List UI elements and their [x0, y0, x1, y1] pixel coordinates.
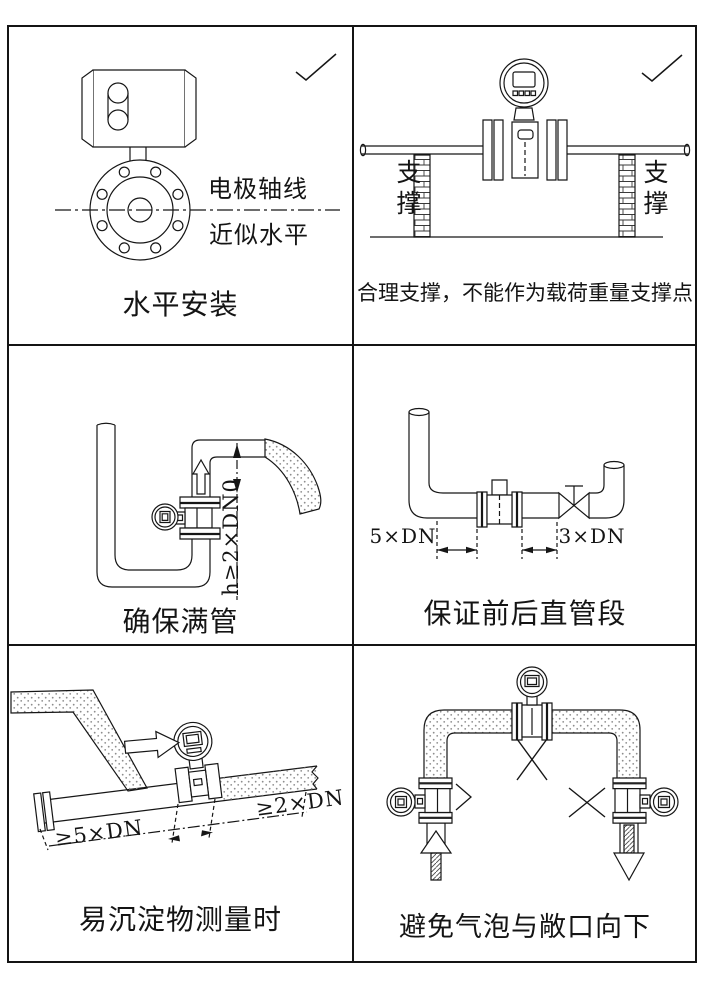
display-screen	[513, 72, 535, 87]
support-diagram	[355, 27, 695, 344]
grid-frame	[7, 25, 697, 963]
display-screen	[160, 512, 170, 523]
row-divider-1	[9, 344, 695, 346]
panel-caption: 水平安装	[122, 290, 239, 321]
approx-horizontal-note: 近似水平	[209, 221, 309, 249]
down-arrow-icon	[614, 853, 644, 880]
height-dimension-label: h≥2×DN0	[219, 478, 243, 596]
downward-flow-assembly	[614, 823, 644, 880]
wrong-position-x-icon	[517, 739, 547, 780]
up-arrow-icon	[421, 831, 451, 853]
panel-avoid-bubbles: 避免气泡与敞口向下	[355, 647, 695, 961]
valve-icon	[559, 486, 589, 518]
display-buttons	[187, 748, 201, 754]
flowmeter-front-icon	[82, 70, 196, 260]
panel-ensure-full-pipe: h≥2×DN0 确保满管	[9, 347, 352, 644]
support-columns	[370, 155, 663, 237]
row-divider-2	[9, 644, 695, 646]
flow-direction-arrow-icon	[124, 730, 180, 761]
correct-chevron-mark	[456, 784, 471, 810]
display-buttons	[513, 91, 536, 96]
upstream-dimension	[437, 521, 477, 559]
pipe-break-end	[312, 766, 318, 789]
flowmeter-side-icon	[483, 59, 567, 180]
pipe-open-end	[97, 423, 115, 425]
full-pipe-diagram	[9, 347, 352, 644]
pipe-open-end	[604, 462, 624, 469]
descending-feed-pipe	[11, 690, 147, 791]
bridge-pipe-left	[424, 710, 512, 780]
panel-caption: 易沉淀物测量时	[78, 905, 282, 936]
flange-bolt-holes	[97, 167, 183, 253]
flowmeter-side-icon	[477, 480, 522, 527]
wrong-position-x-icon	[569, 788, 605, 817]
display-screen	[659, 797, 670, 808]
display-screen	[396, 797, 407, 808]
panel-caption: 合理支撑，不能作为载荷重量支撑点	[357, 281, 693, 305]
panel-sediment-measure: ≥5×DN ≥2×DN 易沉淀物测量时	[9, 647, 352, 961]
column-divider	[352, 27, 354, 961]
dimension-arrows	[437, 546, 557, 554]
upstream-elbow-pipe	[409, 409, 477, 519]
outflow-stream	[265, 439, 321, 514]
support-label-right: 支撑	[640, 159, 667, 221]
sediment-diagram	[9, 647, 352, 961]
display-screen	[525, 676, 539, 687]
support-label-left: 支撑	[393, 159, 420, 221]
panel-caption: 确保满管	[122, 607, 239, 638]
flow-up-arrow-icon	[193, 460, 209, 494]
pipe-horizontal	[360, 144, 689, 155]
pipe-mid	[522, 493, 559, 518]
downstream-elbow-pipe	[589, 462, 624, 519]
upstream-flange	[34, 792, 55, 832]
horizontal-install-diagram	[9, 27, 352, 344]
straight-runs-diagram	[355, 347, 695, 644]
bridge-pipe-right	[552, 710, 640, 780]
downstream-length-label: 3×DN	[558, 524, 626, 548]
panel-horizontal-install: 电极轴线 近似水平 水平安装	[9, 27, 352, 344]
upstream-length-label: 5×DN	[369, 524, 437, 548]
panel-caption: 避免气泡与敞口向下	[399, 912, 651, 942]
left-flowmeter-icon	[387, 778, 452, 823]
avoid-bubbles-diagram	[355, 647, 695, 961]
panel-caption: 保证前后直管段	[423, 599, 627, 630]
downstream-dimension	[522, 522, 557, 559]
panel-straight-runs: 5×DN 3×DN 保证前后直管段	[355, 347, 695, 644]
flowmeter-side-icon	[170, 720, 222, 803]
panel-reasonable-support: 支撑 支撑 合理支撑，不能作为载荷重量支撑点	[355, 27, 695, 344]
checkmark-icon	[642, 55, 682, 81]
checkmark-icon	[296, 54, 336, 80]
right-flowmeter-icon	[613, 778, 678, 823]
u-pipe	[97, 423, 265, 587]
top-flowmeter-icon	[512, 667, 552, 740]
upward-flow-assembly	[421, 823, 451, 880]
pipe-open-end	[409, 409, 429, 416]
electrode-axis-note: 电极轴线	[208, 175, 308, 203]
dimension-lines	[40, 792, 307, 850]
height-dimension	[233, 443, 241, 600]
display-screen	[183, 731, 202, 746]
flowmeter-side-icon	[152, 497, 220, 539]
terminal-box	[492, 480, 507, 495]
